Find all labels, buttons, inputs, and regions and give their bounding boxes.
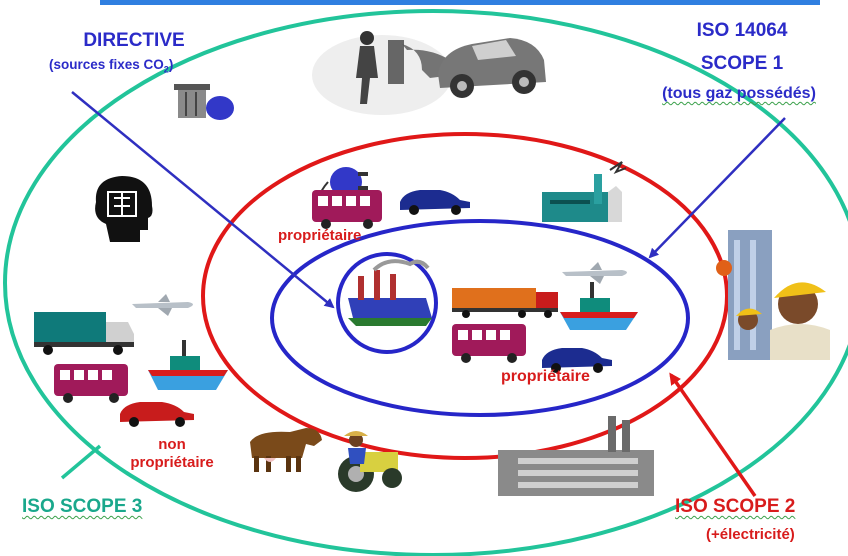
directive-label: DIRECTIVE — [64, 30, 204, 52]
scope2-arrow — [669, 372, 757, 497]
cow-icon — [250, 428, 322, 472]
directive-title: DIRECTIVE — [83, 30, 185, 51]
owner-label-inner: propriétaire — [501, 368, 590, 385]
iso14064-label: ISO 14064 — [696, 20, 788, 41]
tractor-icon — [338, 431, 402, 492]
directive-arrow — [71, 91, 335, 309]
car-icon — [400, 190, 470, 215]
factory-icon — [348, 259, 432, 326]
fuel-pump-person-icon — [312, 31, 462, 115]
airplane-icon — [132, 294, 193, 316]
power-plant-icon — [542, 161, 627, 222]
workers-icon — [716, 230, 830, 360]
scope3-label: ISO SCOPE 3 — [22, 496, 143, 517]
ship-icon — [148, 340, 228, 390]
scope2-middle-ellipse — [201, 132, 729, 460]
non-owner-label-line1: non — [158, 436, 186, 453]
wrecked-car-icon — [438, 38, 546, 98]
directive-core-circle — [336, 252, 438, 354]
ship-icon — [560, 282, 638, 330]
scope1-label: SCOPE 1 — [700, 53, 784, 74]
scope3-outer-ellipse — [3, 9, 848, 556]
directive-subtitle: (sources fixes CO2) — [49, 57, 174, 75]
owner-label-top: propriétaire — [278, 227, 362, 244]
truck-icon — [452, 288, 558, 318]
scope2-subtitle: (+électricité) — [706, 526, 795, 543]
truck-icon — [34, 312, 134, 355]
car-icon — [120, 402, 194, 427]
scope2-label: ISO SCOPE 2 — [675, 496, 796, 517]
scope3-arrow — [60, 444, 102, 480]
scope1-inner-ellipse — [270, 219, 690, 417]
bus-icon — [54, 364, 128, 403]
airplane-icon — [562, 262, 627, 284]
industrial-building-icon — [498, 416, 654, 496]
bus-icon — [452, 324, 526, 363]
non-owner-label-line2: propriétaire — [130, 454, 214, 471]
trash-can-icon — [174, 84, 234, 120]
top-accent-bar — [100, 0, 820, 5]
head-silhouette-icon — [95, 176, 153, 242]
scope1-subtitle: (tous gaz possédés) — [662, 85, 816, 102]
scope1-arrow — [648, 117, 786, 259]
bus-icon — [312, 190, 382, 229]
car-icon — [542, 348, 612, 373]
